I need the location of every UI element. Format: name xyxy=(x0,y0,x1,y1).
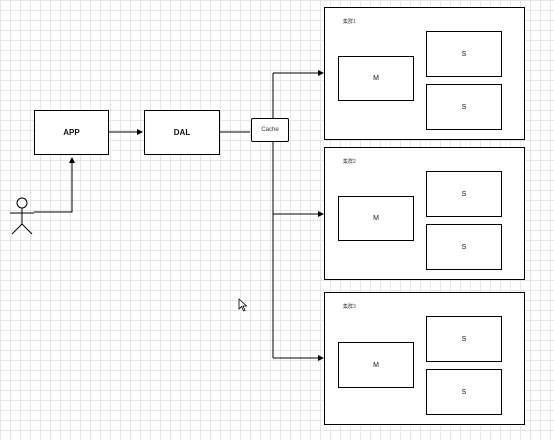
dal-node[interactable]: DAL xyxy=(144,110,220,155)
cluster-2-slave-2-label: S xyxy=(461,243,467,251)
cluster-1-slave-2-label: S xyxy=(461,103,467,111)
cluster-3-master[interactable]: M xyxy=(338,342,414,388)
cluster-1-slave-2[interactable]: S xyxy=(426,84,502,130)
cluster-3-slave-2-label: S xyxy=(461,388,467,396)
cluster-2-slave-1-label: S xyxy=(461,190,467,198)
cluster-2-slave-1[interactable]: S xyxy=(426,171,502,217)
cluster-1-master[interactable]: M xyxy=(338,56,414,101)
cache-node-label: Cache xyxy=(261,127,279,133)
cluster-1-master-label: M xyxy=(373,75,379,82)
cluster-group-2[interactable]: 集群2 M S S xyxy=(324,147,525,280)
cluster-1-slave-1-label: S xyxy=(461,50,467,58)
user-actor-icon xyxy=(10,197,34,235)
cluster-3-slave-1-label: S xyxy=(461,335,467,343)
cluster-2-master-label: M xyxy=(373,215,379,222)
cluster-group-2-label: 集群2 xyxy=(343,159,356,165)
cluster-group-1-label: 集群1 xyxy=(343,19,356,25)
cluster-group-3[interactable]: 集群3 M S S xyxy=(324,292,525,425)
app-node-label: APP xyxy=(63,128,80,137)
cluster-1-slave-1[interactable]: S xyxy=(426,31,502,77)
cluster-3-slave-2[interactable]: S xyxy=(426,369,502,415)
edge-user-app xyxy=(34,157,75,213)
mouse-cursor-icon xyxy=(238,298,248,312)
dal-node-label: DAL xyxy=(173,128,191,137)
cluster-3-slave-1[interactable]: S xyxy=(426,316,502,362)
cluster-group-1[interactable]: 集群1 M S S xyxy=(324,7,525,140)
cache-node[interactable]: Cache xyxy=(251,118,289,142)
app-node[interactable]: APP xyxy=(34,110,109,155)
cluster-2-master[interactable]: M xyxy=(338,196,414,241)
cluster-3-master-label: M xyxy=(373,361,379,369)
cluster-2-slave-2[interactable]: S xyxy=(426,224,502,270)
cluster-group-3-label: 集群3 xyxy=(343,304,356,310)
